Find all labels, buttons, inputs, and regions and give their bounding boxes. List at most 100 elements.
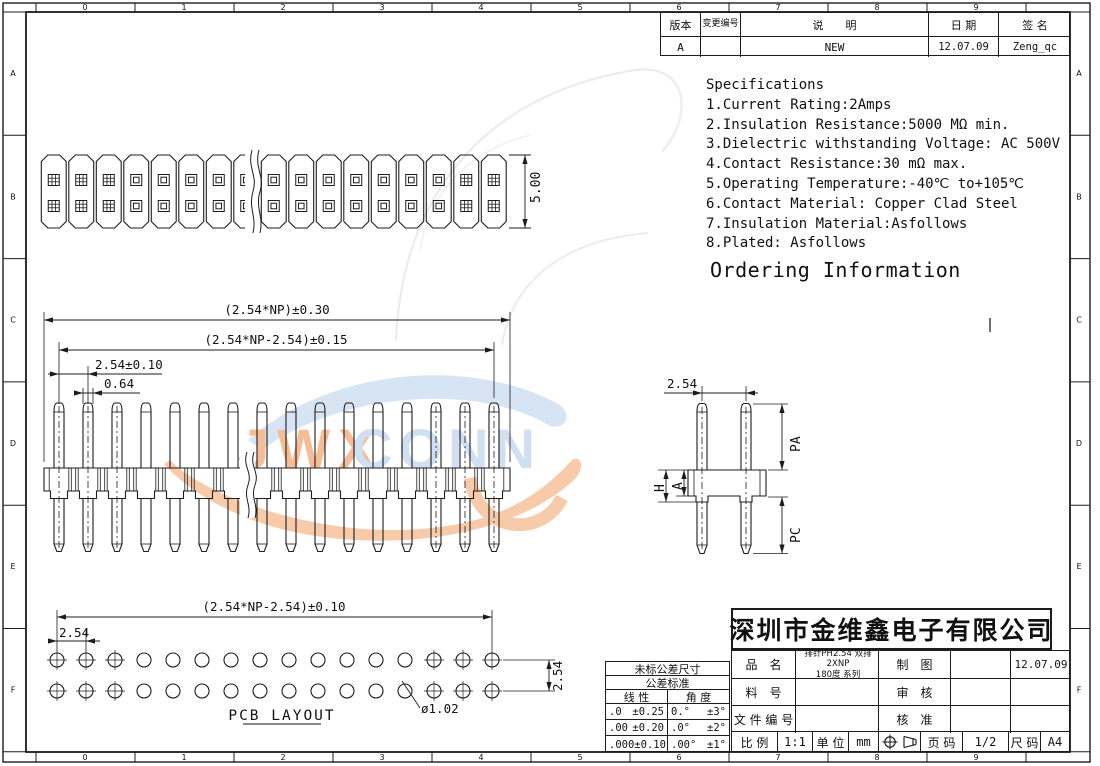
revision-header-description: 说 明 — [741, 13, 929, 37]
product-name-line2: 180度 系列 — [815, 669, 861, 679]
tol-val: .000 — [609, 738, 635, 751]
pin-bottom — [198, 498, 210, 553]
pin-bottom — [488, 498, 500, 553]
doc-no-value — [796, 706, 879, 733]
product-name-value: 排针PH2.54 双排 2XNP 180度 系列 — [796, 651, 879, 679]
svg-text:F: F — [11, 686, 16, 695]
revision-header-date: 日 期 — [929, 13, 999, 37]
tolerance-cell: .0±0.25 — [606, 704, 668, 720]
tolerance-col-linear: 线 性 — [606, 690, 668, 704]
svg-text:2: 2 — [280, 3, 285, 12]
pcb-hole — [165, 652, 181, 668]
pin-cross-section — [75, 200, 88, 212]
header-segment — [398, 154, 425, 229]
svg-text:4: 4 — [478, 3, 483, 12]
dim-side-pc: PC — [789, 527, 804, 543]
ordering-information-title: Ordering Information — [710, 258, 961, 282]
pin-cross-section — [322, 200, 335, 212]
pin-cross-section — [487, 200, 500, 212]
svg-text:E: E — [10, 562, 15, 571]
dim-side-pitch: 2.54 — [667, 376, 697, 391]
pin-bottom — [82, 498, 94, 553]
pin-top — [696, 402, 708, 470]
pin-cross-section — [487, 174, 500, 186]
pcb-hole — [136, 652, 152, 668]
pin-top — [372, 402, 384, 468]
svg-text:B: B — [1076, 192, 1082, 201]
svg-text:0: 0 — [82, 753, 87, 762]
tol-val: .00 — [609, 721, 628, 734]
pin-bottom — [111, 498, 123, 553]
pcb-hole — [368, 652, 384, 668]
page-value: 1/2 — [963, 732, 1009, 752]
pin-bottom — [314, 498, 326, 553]
spec-item: 5.Operating Temperature:-40℃ to+105℃ — [706, 175, 1025, 192]
dim-front-pins: (2.54*NP-2.54)±0.15 — [205, 332, 348, 347]
svg-text:7: 7 — [775, 753, 780, 762]
pin-cross-section — [267, 200, 280, 212]
revision-header-signature: 签 名 — [999, 13, 1071, 37]
pcb-hole — [223, 683, 239, 699]
pin-cross-section — [267, 174, 280, 186]
tolerance-cell: .000±0.10 — [606, 736, 668, 753]
svg-text:8: 8 — [874, 3, 879, 12]
pin-top — [169, 402, 181, 468]
header-segment — [150, 154, 177, 229]
tol-val: ±0.10 — [634, 738, 666, 751]
pin-cross-section — [130, 174, 143, 186]
pin-cross-section — [295, 200, 308, 212]
pcb-hole — [397, 683, 413, 699]
revision-row-signature: Zeng_qc — [1012, 41, 1058, 53]
pin-top — [285, 402, 297, 468]
svg-text:6: 6 — [676, 3, 681, 12]
header-segment — [205, 154, 232, 229]
pin-top — [740, 402, 752, 470]
tol-val: ±2° — [707, 721, 726, 734]
doc-no-label: 文 件 编 号 — [732, 706, 796, 733]
top-view — [40, 149, 531, 234]
svg-text:0: 0 — [82, 3, 87, 12]
specifications-title: Specifications — [706, 77, 825, 93]
pin-cross-section — [212, 200, 225, 212]
pin-cross-section — [405, 174, 418, 186]
pcb-hole — [339, 683, 355, 699]
pin-cross-section — [185, 200, 198, 212]
watermark-text-jwx: JWX — [238, 417, 383, 480]
header-segment — [288, 154, 315, 229]
tolerance-cell: .00±0.20 — [606, 720, 668, 736]
title-block: 品 名 排针PH2.54 双排 2XNP 180度 系列 制 图 12.07.0… — [731, 650, 1071, 733]
product-name-line1: 排针PH2.54 双排 2XNP — [804, 651, 872, 670]
dim-pcb-hole: ø1.02 — [421, 701, 459, 716]
pin-bottom — [140, 498, 152, 553]
dim-pcb-pitch: 2.54 — [59, 625, 89, 640]
pin-cross-section — [47, 174, 60, 186]
pin-bottom — [696, 502, 708, 555]
dim-pcb-row-pitch: 2.54 — [550, 661, 565, 691]
pcb-hole — [252, 683, 268, 699]
jwxconn-watermark: JWX CONN — [164, 375, 582, 541]
tolerance-cell: 0.°±3° — [668, 704, 729, 720]
pin-cross-section — [322, 174, 335, 186]
pin-cross-section — [377, 174, 390, 186]
svg-text:4: 4 — [478, 753, 483, 762]
spec-item: 3.Dielectric withstanding Voltage: AC 50… — [706, 136, 1061, 153]
pcb-hole — [165, 683, 181, 699]
pin-cross-section — [212, 174, 225, 186]
title-block-bottom-row: 比 例 1:1 单 位 mm 页 码 1/2 尺 码 A4 — [731, 732, 1070, 752]
part-no-label: 料 号 — [732, 679, 796, 706]
tolerance-cell: .0°±2° — [668, 720, 729, 736]
pin-cross-section — [157, 200, 170, 212]
projection-symbol-cell — [879, 732, 921, 752]
pin-top — [343, 402, 355, 468]
pin-bottom — [285, 498, 297, 553]
pin-cross-section — [377, 200, 390, 212]
watermark-u-swoosh — [463, 476, 568, 532]
pin-cross-section — [295, 174, 308, 186]
pin-cross-section — [75, 174, 88, 186]
pin-top — [488, 402, 500, 468]
front-view — [43, 312, 511, 553]
svg-text:D: D — [1076, 439, 1082, 448]
pin-cross-section — [350, 200, 363, 212]
dim-side-h: H — [653, 484, 668, 492]
header-segment — [178, 154, 205, 229]
